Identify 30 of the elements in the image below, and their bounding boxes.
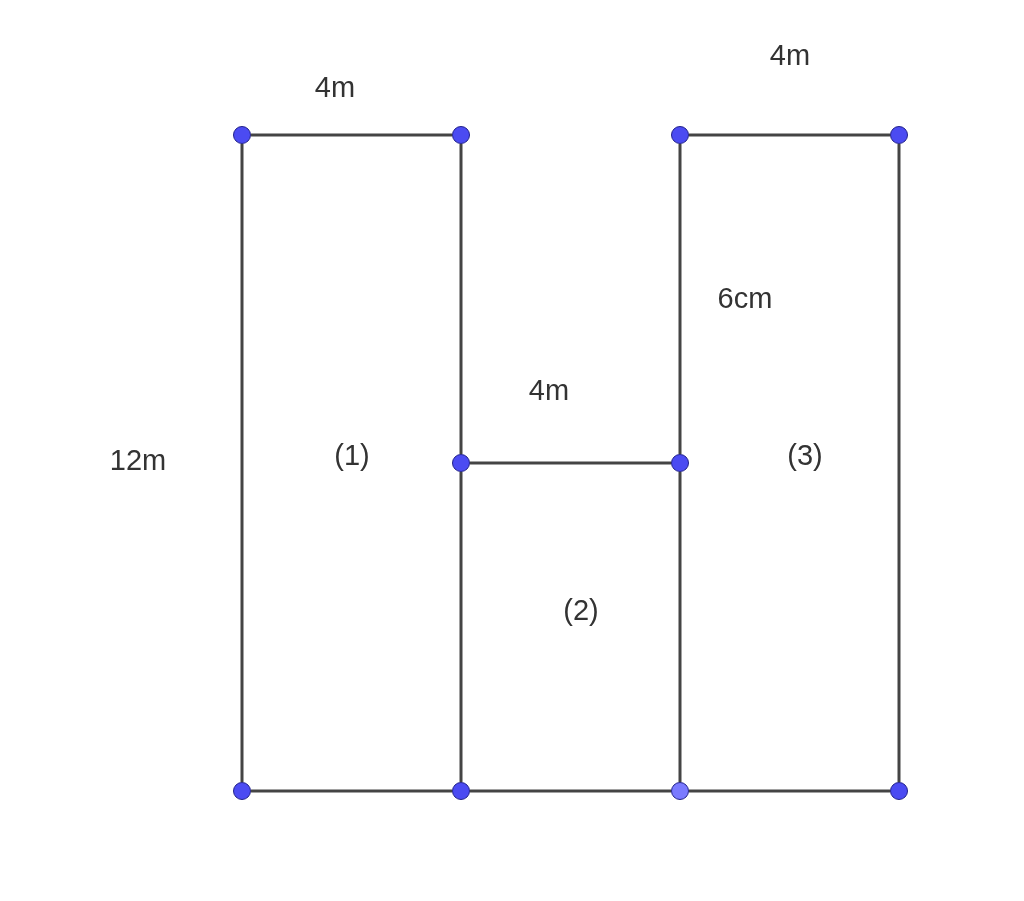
point <box>233 126 251 144</box>
dimension-label: (3) <box>787 438 823 472</box>
line-segment <box>689 789 890 793</box>
point <box>671 782 689 800</box>
point <box>671 126 689 144</box>
line-segment <box>470 461 671 465</box>
line-segment <box>251 133 452 137</box>
point <box>452 454 470 472</box>
line-segment <box>689 133 890 137</box>
dimension-label: (2) <box>563 593 599 627</box>
point <box>452 126 470 144</box>
line-segment <box>470 789 671 793</box>
dimension-label: 6cm <box>717 281 773 315</box>
dimension-label: 4m <box>769 38 811 72</box>
point <box>671 454 689 472</box>
dimension-label: 4m <box>314 70 356 104</box>
line-segment <box>678 472 682 782</box>
dimension-label: 4m <box>528 373 570 407</box>
line-segment <box>240 144 244 782</box>
point <box>452 782 470 800</box>
point <box>890 782 908 800</box>
line-segment <box>678 144 682 454</box>
point <box>890 126 908 144</box>
line-segment <box>459 144 463 454</box>
dimension-label: (1) <box>334 438 370 472</box>
line-segment <box>897 144 901 782</box>
dimension-label: 12m <box>109 443 167 477</box>
line-segment <box>251 789 452 793</box>
point <box>233 782 251 800</box>
line-segment <box>459 472 463 782</box>
